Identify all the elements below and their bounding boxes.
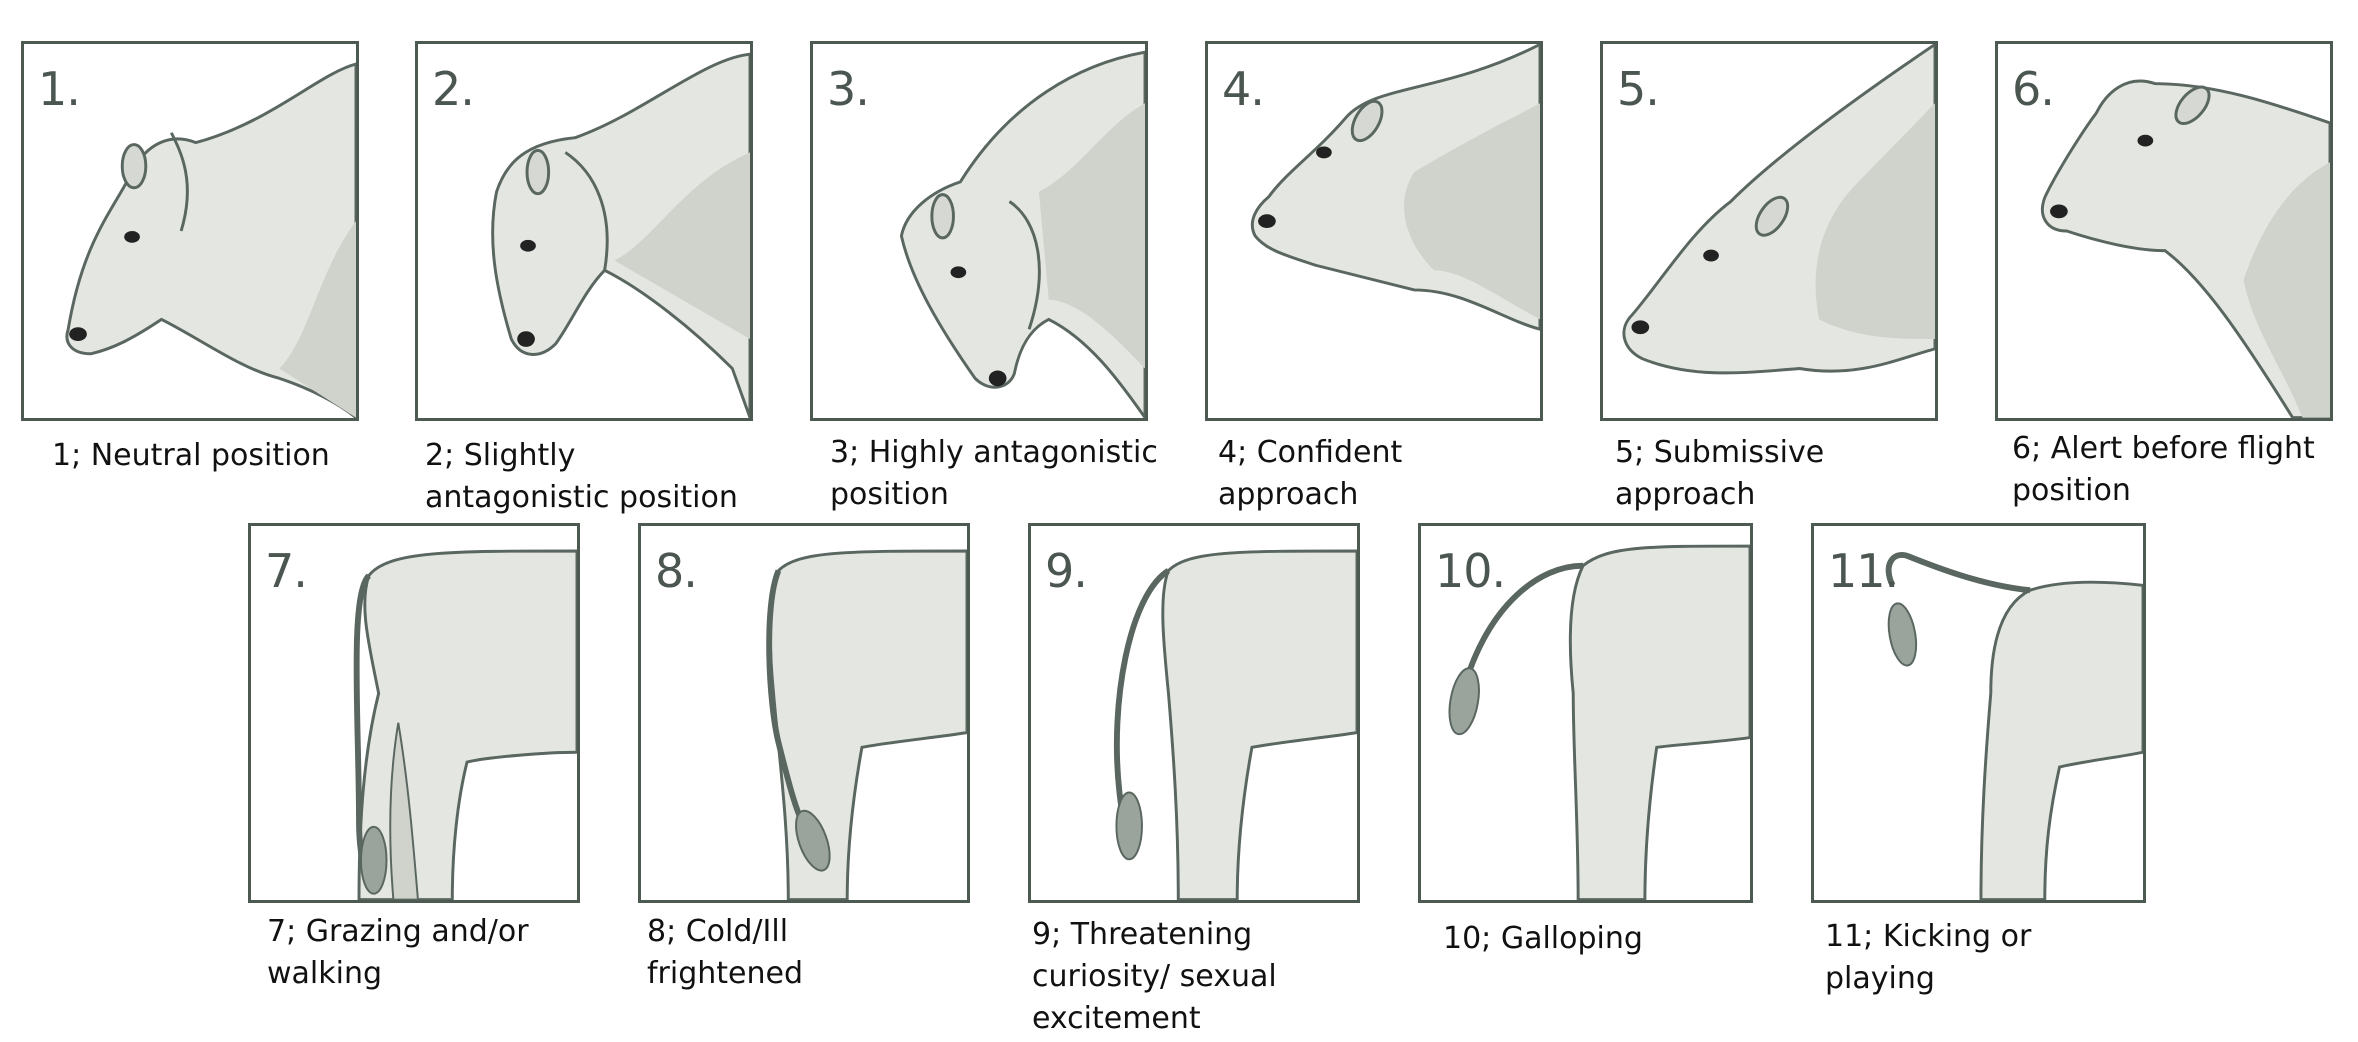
tail-tuft-icon <box>1448 667 1480 736</box>
panel-6-alert-before-flight: 6. <box>1995 41 2333 421</box>
caption-9: 9; Threatening curiosity/ sexual excitem… <box>1032 914 1277 1040</box>
panel-9-threatening-curiosity: 9. <box>1028 523 1360 903</box>
caption-line: 1; Neutral position <box>52 438 330 473</box>
panel-number: 9. <box>1045 544 1088 598</box>
panel-2-slightly-antagonistic: 2. <box>415 41 753 421</box>
caption-line: playing <box>1825 961 1935 996</box>
panel-1-neutral: 1. <box>21 41 359 421</box>
ear-icon <box>1350 99 1384 143</box>
caption-line: position <box>2012 473 2131 508</box>
caption-3: 3; Highly antagonistic position <box>830 432 1158 516</box>
panel-number: 3. <box>827 62 870 116</box>
caption-line: antagonistic position <box>425 480 738 515</box>
caption-line: 6; Alert before flight <box>2012 431 2315 466</box>
caption-line: position <box>830 477 949 512</box>
caption-line: approach <box>1218 477 1359 512</box>
cow-head-slightly-antagonistic-illustration <box>491 52 750 418</box>
tail-tuft-icon <box>1115 791 1143 861</box>
panel-number: 7. <box>265 544 308 598</box>
cow-head-submissive-approach-illustration <box>1622 44 1935 375</box>
panel-number: 5. <box>1617 62 1660 116</box>
tail-tuft-icon <box>359 825 388 895</box>
tail-tuft-icon <box>1887 602 1918 667</box>
cow-tail-cold-ill-illustration <box>766 549 967 900</box>
cow-tail-galloping-illustration <box>1448 544 1750 900</box>
panel-8-cold-ill-frightened: 8. <box>638 523 970 903</box>
caption-line: frightened <box>647 956 804 991</box>
caption-4: 4; Confident approach <box>1218 432 1402 516</box>
panel-10-galloping: 10. <box>1418 523 1753 903</box>
panel-5-submissive-approach: 5. <box>1600 41 1938 421</box>
cow-tail-threatening-illustration <box>1113 549 1357 900</box>
caption-line: 7; Grazing and/or <box>267 914 529 949</box>
panel-11-kicking-playing: 11. <box>1811 523 2146 903</box>
caption-line: 2; Slightly <box>425 438 576 473</box>
caption-5: 5; Submissive approach <box>1615 432 1824 516</box>
ear-icon <box>2174 85 2211 125</box>
caption-11: 11; Kicking or playing <box>1825 916 2031 1000</box>
caption-line: approach <box>1615 477 1756 512</box>
cow-head-highly-antagonistic-illustration <box>899 50 1145 418</box>
caption-line: 4; Confident <box>1218 435 1403 470</box>
caption-line: 5; Submissive <box>1615 435 1825 470</box>
caption-line: 9; Threatening <box>1032 917 1253 952</box>
panel-number: 6. <box>2012 62 2055 116</box>
caption-line: 10; Galloping <box>1443 921 1643 956</box>
panel-number: 1. <box>38 62 81 116</box>
caption-7: 7; Grazing and/or walking <box>267 911 529 995</box>
cow-head-neutral-illustration <box>65 62 356 418</box>
cow-head-confident-approach-illustration <box>1250 44 1540 331</box>
caption-line: 8; Cold/Ill <box>647 914 789 949</box>
panel-number: 10. <box>1435 544 1506 598</box>
caption-1: 1; Neutral position <box>52 435 330 477</box>
ear-icon <box>120 143 148 190</box>
caption-line: 3; Highly antagonistic <box>830 435 1158 470</box>
cow-tail-kicking-illustration <box>1885 552 2143 900</box>
panel-number: 8. <box>655 544 698 598</box>
caption-line: 11; Kicking or <box>1825 919 2032 954</box>
panel-number: 11. <box>1828 544 1899 598</box>
ear-icon <box>525 148 551 196</box>
cow-head-alert-illustration <box>2040 79 2330 418</box>
panel-number: 4. <box>1222 62 1265 116</box>
panel-3-highly-antagonistic: 3. <box>810 41 1148 421</box>
ear-icon <box>930 193 955 240</box>
panel-4-confident-approach: 4. <box>1205 41 1543 421</box>
caption-2: 2; Slightly antagonistic position <box>425 435 738 519</box>
panel-number: 2. <box>432 62 475 116</box>
caption-6: 6; Alert before flight position <box>2012 428 2315 512</box>
caption-10: 10; Galloping <box>1443 918 1643 960</box>
cow-tail-grazing-illustration <box>353 549 577 900</box>
tail-tuft-icon <box>795 809 831 872</box>
caption-line: curiosity/ sexual <box>1032 959 1277 994</box>
panel-7-grazing-walking: 7. <box>248 523 580 903</box>
caption-line: excitement <box>1032 1001 1201 1036</box>
caption-8: 8; Cold/Ill frightened <box>647 911 803 995</box>
ear-icon <box>1754 195 1790 237</box>
caption-line: walking <box>267 956 383 991</box>
